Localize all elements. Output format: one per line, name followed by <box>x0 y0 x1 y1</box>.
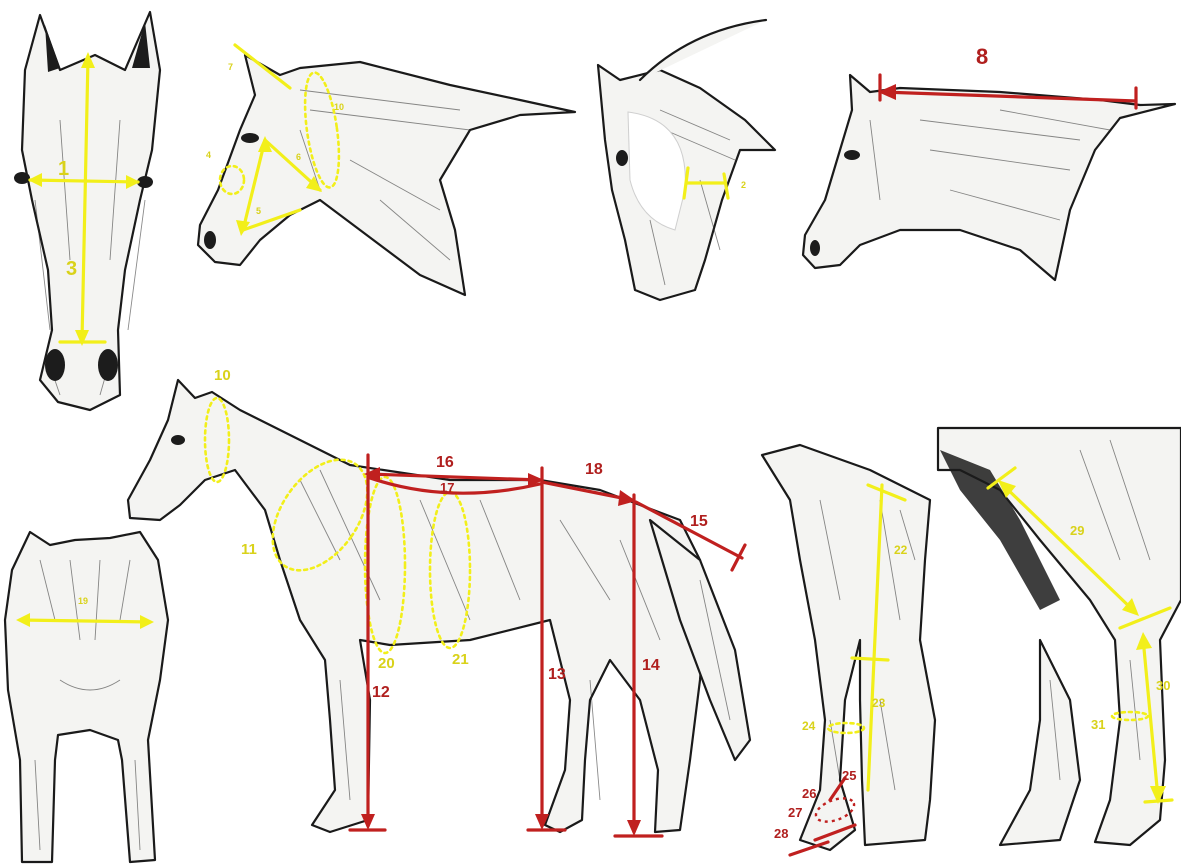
panel-neck: 8 <box>803 44 1175 280</box>
panel-head-front: 1 3 <box>14 12 160 410</box>
panel-hindleg: 29 30 31 <box>938 428 1181 845</box>
label-23: 23 <box>872 696 886 710</box>
label-11: 11 <box>241 541 257 558</box>
panel-chest: 19 <box>5 532 168 862</box>
label-20: 20 <box>378 655 395 672</box>
panel-body: 10 11 16 17 18 15 12 13 14 20 21 <box>128 367 750 836</box>
label-13: 13 <box>548 666 566 683</box>
label-18: 18 <box>585 461 603 478</box>
label-25: 25 <box>842 768 856 783</box>
label-31: 31 <box>1091 717 1105 732</box>
label-17: 17 <box>440 480 454 495</box>
head-side-sketch <box>198 55 575 295</box>
label-30: 30 <box>1156 678 1170 693</box>
label-28: 28 <box>774 826 788 841</box>
label-8: 8 <box>976 44 988 69</box>
label-15: 15 <box>690 513 708 530</box>
label-6: 6 <box>296 152 301 162</box>
label-16: 16 <box>436 454 454 471</box>
label-3: 3 <box>66 258 77 280</box>
foreleg-sketch <box>762 445 935 850</box>
label-12: 12 <box>372 684 390 701</box>
panel-head-down: 2 <box>598 20 775 300</box>
label-29: 29 <box>1070 523 1084 538</box>
label-4: 4 <box>206 150 211 160</box>
chest-sketch <box>5 532 168 862</box>
head-front-sketch <box>22 12 160 410</box>
horse-body-sketch <box>128 380 705 832</box>
label-2: 2 <box>741 180 746 190</box>
label-27: 27 <box>788 805 802 820</box>
label-10-body: 10 <box>214 367 231 384</box>
panel-foreleg: 22 23 24 25 26 27 28 <box>762 445 935 855</box>
panel-head-side: 7 10 4 6 5 <box>198 45 575 295</box>
label-10-head: 10 <box>334 102 344 112</box>
label-5: 5 <box>256 206 261 216</box>
label-26: 26 <box>802 786 816 801</box>
label-14: 14 <box>642 657 660 674</box>
label-24: 24 <box>802 719 816 733</box>
label-19: 19 <box>78 596 88 606</box>
neck-sketch <box>803 75 1175 280</box>
measure-1-line <box>30 180 138 182</box>
label-7: 7 <box>228 62 233 72</box>
label-1: 1 <box>58 158 69 180</box>
label-21: 21 <box>452 651 469 668</box>
label-22: 22 <box>894 543 908 557</box>
